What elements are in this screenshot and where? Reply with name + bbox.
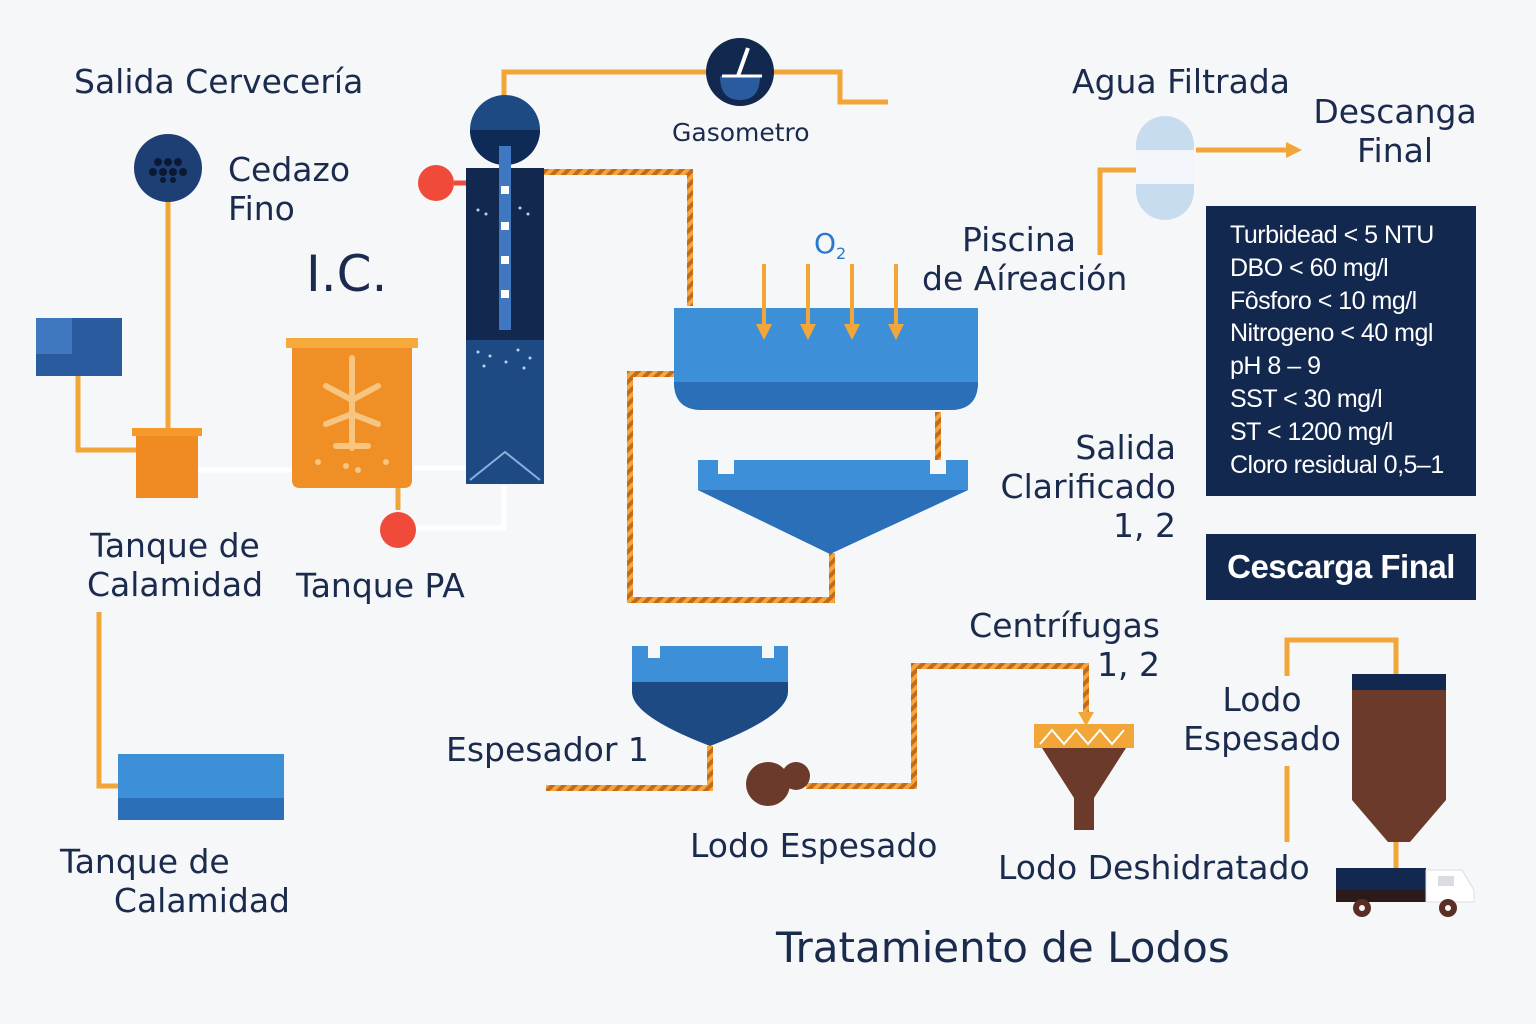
spec-phosphorus: Fôsforo < 10 mg/l	[1230, 286, 1417, 315]
oxygen-symbol: O	[814, 227, 837, 260]
dewatered-sludge-label: Lodo Deshidratado	[998, 848, 1310, 887]
red-valve-ic	[418, 165, 466, 201]
sludge-silo-icon	[1352, 674, 1446, 842]
orange-pipes	[75, 69, 1399, 868]
clarifier-icon	[698, 460, 968, 554]
arrow-to-centrifuge	[1078, 712, 1094, 726]
thickener-icon	[632, 646, 788, 746]
truck-icon	[1336, 868, 1475, 917]
oxygen-label: O2	[814, 224, 846, 273]
spec-bod: DBO < 60 mg/l	[1230, 253, 1389, 282]
clarified-outlet-label-line2: Clarificado	[1000, 467, 1176, 506]
calamity-tank-lower-icon	[118, 754, 284, 820]
oxygen-arrows	[756, 264, 904, 340]
spec-turbidity: Turbidead < 5 NTU	[1230, 221, 1434, 249]
gasometer-icon	[706, 38, 774, 106]
clarified-outlet-label-line3: 1, 2	[1113, 506, 1176, 545]
filter-icon	[1136, 116, 1194, 220]
final-discharge-label: Descanga Final	[1308, 92, 1482, 170]
inlet-box-icon	[36, 318, 122, 376]
aeration-pool-label-line2: de Aíreación	[922, 259, 1128, 298]
thickener-label: Espesador 1	[446, 730, 649, 769]
gasometer-label: Gasometro	[672, 118, 810, 147]
calamity-tank-lower-label: Tanque de Calamidad	[60, 842, 290, 920]
ic-reactor-icon	[466, 95, 544, 484]
final-discharge-button[interactable]: Cescarga Final	[1206, 534, 1476, 600]
spec-chlorine: Cloro residual 0,5–1	[1230, 450, 1444, 479]
calamity-tank-lower-label-line2: Calamidad	[113, 881, 290, 920]
brewery-outlet-label: Salida Cervecería	[74, 62, 364, 101]
centrifuges-label-line1: Centrífugas	[969, 606, 1160, 645]
spec-nitrogen: Nitrogeno < 40 mgl	[1230, 319, 1433, 348]
thickened-sludge-right-label-line1: Lodo	[1222, 680, 1302, 719]
sludge-pipes	[544, 169, 1089, 791]
thickened-sludge-right-label: Lodo Espesado	[1164, 680, 1360, 758]
sludge-icon	[746, 762, 810, 806]
final-discharge-label-line1: Descanga	[1313, 92, 1477, 131]
final-discharge-label-line2: Final	[1356, 131, 1434, 170]
fine-screen-label-line2: Fino	[228, 189, 295, 228]
aeration-tank-icon	[674, 308, 978, 410]
centrifuges-label-line2: 1, 2	[1097, 645, 1160, 684]
red-valve-pa	[380, 512, 416, 548]
ic-label: I.C.	[306, 245, 388, 303]
calamity-tank-upper-label-line2: Calamidad	[86, 565, 264, 604]
pa-tank-label: Tanque PA	[296, 566, 465, 605]
clarified-outlet-label: Salida Clarificado 1, 2	[986, 428, 1176, 545]
calamity-tank-upper-label-line1: Tanque de	[90, 526, 260, 565]
white-pipes	[196, 465, 507, 531]
filtered-water-label: Agua Filtrada	[1072, 62, 1290, 101]
clarified-outlet-label-line1: Salida	[1075, 428, 1176, 467]
aeration-pool-label-line1: Piscina	[962, 220, 1076, 259]
spec-ph: pH 8 – 9	[1230, 352, 1321, 381]
fine-screen-label-line1: Cedazo	[228, 150, 351, 189]
spec-tss: SST < 30 mg/l	[1230, 384, 1383, 413]
oxygen-subscript: 2	[836, 244, 847, 263]
aeration-pool-label: Piscina de Aíreación	[922, 220, 1128, 298]
sludge-treatment-title: Tratamiento de Lodos	[776, 923, 1230, 972]
arrow-to-discharge	[1286, 142, 1302, 158]
calamity-tank-lower-label-line1: Tanque de	[60, 842, 230, 881]
pa-tank-icon	[286, 338, 418, 488]
spec-ts: ST < 1200 mg/l	[1230, 417, 1393, 446]
calamity-tank-upper-icon	[132, 428, 202, 498]
thickened-sludge-label: Lodo Espesado	[690, 826, 938, 865]
fine-screen-icon	[134, 134, 202, 202]
centrifuge-icon	[1034, 724, 1134, 830]
calamity-tank-upper-label: Tanque de Calamidad	[70, 526, 280, 604]
effluent-specs-panel: Turbidead < 5 NTU DBO < 60 mg/l Fôsforo …	[1206, 206, 1476, 496]
fine-screen-label: Cedazo Fino	[228, 150, 350, 228]
centrifuges-label: Centrífugas 1, 2	[960, 606, 1160, 684]
thickened-sludge-right-label-line2: Espesado	[1183, 719, 1341, 758]
